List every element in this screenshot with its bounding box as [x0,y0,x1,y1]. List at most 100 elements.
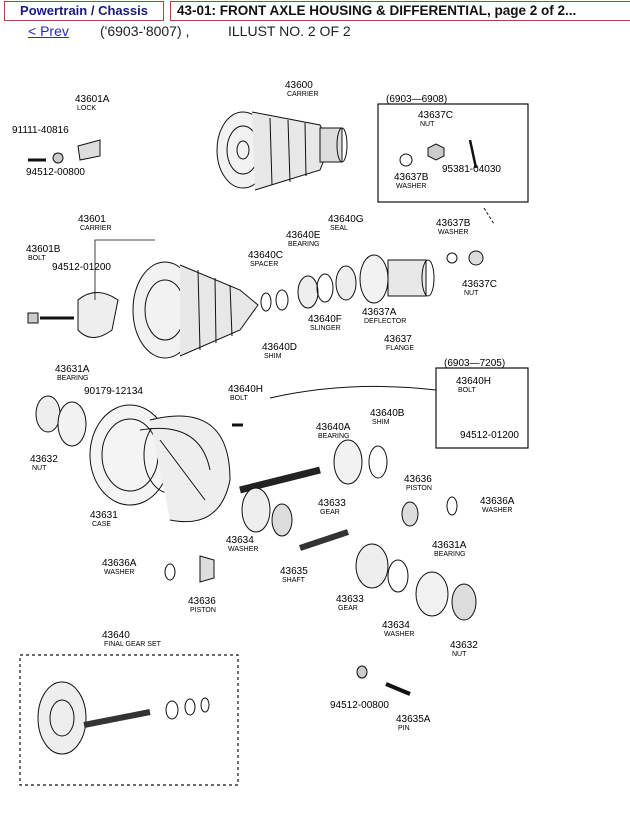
callout-43640f-number[interactable]: 43640F [308,314,342,325]
callout-43640h-name: BOLT [458,387,476,394]
callout-43635a-number[interactable]: 43635A [396,714,431,725]
callout-43636a-name: WASHER [482,507,512,514]
callout-43637-name: FLANGE [386,345,414,352]
callout-43640f-name: SLINGER [310,325,341,332]
callout-43637-number[interactable]: 43637 [384,334,412,345]
callout-43640g-name: SEAL [330,225,348,232]
page-header: Powertrain / Chassis 43-01: FRONT AXLE H… [0,0,630,24]
callout-43640a-name: BEARING [318,433,350,440]
callout-95381-04030-number[interactable]: 95381-04030 [442,164,501,175]
callout-43640-name: FINAL GEAR SET [104,641,162,648]
callout-43631-number[interactable]: 43631 [90,510,118,521]
callout-43631a-name: BEARING [57,375,89,382]
prev-link[interactable]: < Prev [28,23,69,39]
callout-43636a-number[interactable]: 43636A [480,496,515,507]
callout-43634-number[interactable]: 43634 [226,535,254,546]
callout-43633-name: GEAR [338,605,358,612]
callout-43637c-number[interactable]: 43637C [418,110,453,121]
breadcrumb-button[interactable]: Powertrain / Chassis [4,1,164,21]
callout-43640e-name: BEARING [288,241,320,248]
callout-94512-00800-number[interactable]: 94512-00800 [330,700,389,711]
inset-box-6903-6908 [377,103,529,203]
callout-43637c-name: NUT [464,290,479,297]
inset-box-6903-7205 [435,367,529,449]
callout-43640h-number[interactable]: 43640H [228,384,263,395]
callout-43601-name: CARRIER [80,225,112,232]
callout-43601b-number[interactable]: 43601B [26,244,61,255]
callout-43632-name: NUT [32,465,47,472]
case-43631-drawing [35,395,243,523]
side-gear-parts [239,439,458,551]
callout-94512-01200-number[interactable]: 94512-01200 [52,262,111,273]
callout-43633-number[interactable]: 43633 [318,498,346,509]
callout-43633-number[interactable]: 43633 [336,594,364,605]
inset1-parts [399,139,495,225]
callout-43634-number[interactable]: 43634 [382,620,410,631]
lower-right-parts [164,543,477,696]
callout-43600-name: CARRIER [287,91,319,98]
callout-94512-00800-number[interactable]: 94512-00800 [26,167,85,178]
callout-43601-number[interactable]: 43601 [78,214,106,225]
callout-43632-name: NUT [452,651,467,658]
callout-91111-40816-number[interactable]: 91111-40816 [12,125,69,136]
callout-43640a-number[interactable]: 43640A [316,422,351,433]
callout-43640h-number[interactable]: 43640H [456,376,491,387]
inset2-range-label: (6903—7205) [444,358,505,369]
callout-43637a-number[interactable]: 43637A [362,307,397,318]
callout-43631a-number[interactable]: 43631A [432,540,467,551]
callout-43631a-number[interactable]: 43631A [55,364,90,375]
final-gear-set-drawing [37,681,210,755]
inset1-range-label: (6903—6908) [386,94,447,105]
callout-90179-12134-number[interactable]: 90179-12134 [84,386,143,397]
callout-43632-number[interactable]: 43632 [450,640,478,651]
callout-43601a-number[interactable]: 43601A [75,94,110,105]
callout-43634-name: WASHER [228,546,258,553]
callout-43636a-number[interactable]: 43636A [102,558,137,569]
final-gear-set-box [19,654,239,786]
callout-43637b-name: WASHER [438,229,468,236]
leader-curve [269,385,437,399]
callout-43633-name: GEAR [320,509,340,516]
callout-43640-number[interactable]: 43640 [102,630,130,641]
callout-43640e-number[interactable]: 43640E [286,230,321,241]
callout-43637a-name: DEFLECTOR [364,318,406,325]
callout-43640d-number[interactable]: 43640D [262,342,297,353]
callout-43636-name: PISTON [190,607,216,614]
callout-43635-number[interactable]: 43635 [280,566,308,577]
callout-94512-01200-number[interactable]: 94512-01200 [460,430,519,441]
illustration-number: ILLUST NO. 2 OF 2 [228,23,351,39]
callout-43631-name: CASE [92,521,111,528]
callout-43640g-number[interactable]: 43640G [328,214,364,225]
pinion-bearing-stack [260,250,484,312]
page-title: 43-01: FRONT AXLE HOUSING & DIFFERENTIAL… [170,1,630,21]
callout-43637c-number[interactable]: 43637C [462,279,497,290]
callout-43640b-number[interactable]: 43640B [370,408,405,419]
model-years: ('6903-'8007) , [100,23,190,39]
callout-43601a-name: LOCK [77,105,96,112]
callout-43636-number[interactable]: 43636 [404,474,432,485]
callout-43637b-name: WASHER [396,183,426,190]
callout-43636a-name: WASHER [104,569,134,576]
callout-43637b-number[interactable]: 43637B [436,218,471,229]
callout-43640c-name: SPACER [250,261,278,268]
carrier-43600-drawing [216,111,348,191]
callout-43635a-name: PIN [398,725,410,732]
callout-43640c-number[interactable]: 43640C [248,250,283,261]
callout-43640h-name: BOLT [230,395,248,402]
callout-43601b-name: BOLT [28,255,46,262]
callout-43636-number[interactable]: 43636 [188,596,216,607]
callout-43640d-name: SHIM [264,353,282,360]
callout-43600-number[interactable]: 43600 [285,80,313,91]
lock-and-bolt-parts [28,139,101,164]
callout-43637b-number[interactable]: 43637B [394,172,429,183]
nav-bar: < Prev ('6903-'8007) , ILLUST NO. 2 OF 2 [0,22,630,42]
callout-43635-name: SHAFT [282,577,306,584]
callout-43632-number[interactable]: 43632 [30,454,58,465]
callout-43637c-name: NUT [420,121,435,128]
carrier-43601-drawing [27,261,259,359]
callout-43640b-name: SHIM [372,419,390,426]
callout-43636-name: PISTON [406,485,432,492]
